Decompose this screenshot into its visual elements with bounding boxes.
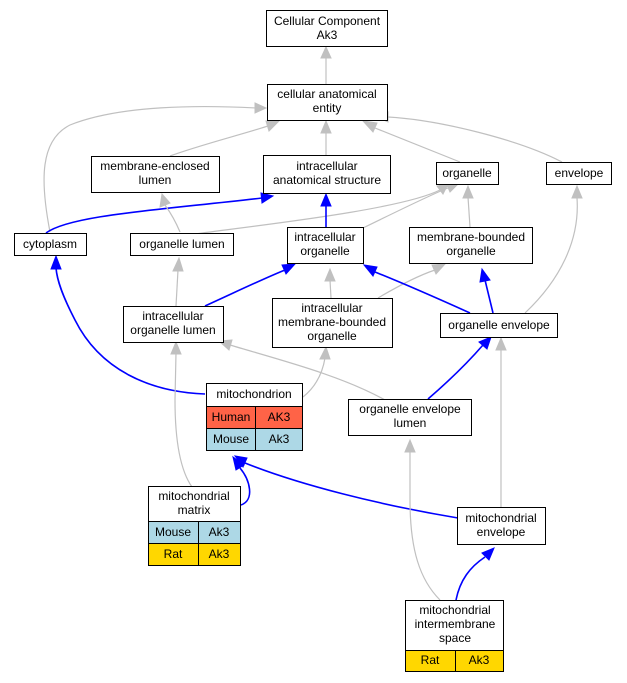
node-label-line: matrix [178,503,211,517]
node-label-line: cytoplasm [23,237,77,251]
edge-organelle-to-entity [361,120,461,163]
node-label-line: membrane-bounded [417,230,525,244]
node-intracellular-membrane-bounded-organelle[interactable]: intracellular membrane-bounded organelle [272,298,393,348]
node-mitochondrion[interactable]: mitochondrion Human AK3 Mouse Ak3 [206,383,303,451]
node-label-line: membrane-bounded [278,315,386,329]
edge-oel-to-oenv [427,336,492,400]
node-intracellular-organelle-lumen[interactable]: intracellular organelle lumen [123,306,224,343]
node-label-line: intracellular [142,309,203,323]
node-label-line: organelle envelope [448,318,550,332]
edge-mito-to-cytoplasm [50,254,206,395]
edge-oenv-to-mbo [479,267,494,314]
node-label-line: organelle envelope [359,402,461,416]
species-label: Human [212,410,251,424]
edge-melumen-to-entity [169,120,281,157]
species-label: Mouse [155,525,191,539]
node-intracellular-organelle[interactable]: intracellular organelle [287,227,364,264]
edge-io-to-ias [320,192,332,227]
node-label-line: entity [313,101,342,115]
edge-mbo-to-organelle [462,184,474,228]
gene-label: Ak3 [209,525,230,539]
node-label-line: organelle [307,329,357,343]
node-label-line: Cellular Component [274,14,381,28]
gene-label: Ak3 [269,432,290,446]
node-label-line: space [439,631,471,645]
edge-cytoplasm-to-entity [43,102,268,233]
node-label-line: mitochondrial [465,511,536,525]
edge-iol-to-io [204,263,297,307]
edge-menv-to-mito [233,455,459,519]
edge-mito-to-imbo [302,345,331,398]
node-label-line: intracellular [301,301,362,315]
node-label-line: organelle [446,244,496,258]
node-organelle-lumen[interactable]: organelle lumen [130,233,234,256]
species-label: Rat [164,547,183,561]
gene-label: Ak3 [469,653,490,667]
edge-menv-to-oenv [495,336,507,507]
node-label-line: mitochondrial [419,603,490,617]
node-cytoplasm[interactable]: cytoplasm [14,233,87,256]
gene-label: Ak3 [209,547,230,561]
edge-ims-to-oel [404,438,441,601]
node-label-line: intracellular [296,159,357,173]
node-organelle-envelope-lumen[interactable]: organelle envelope lumen [348,399,472,436]
node-envelope[interactable]: envelope [546,162,612,185]
node-intracellular-anatomical-structure[interactable]: intracellular anatomical structure [263,155,391,194]
edge-iol-to-olumen [172,256,184,307]
node-organelle[interactable]: organelle [436,162,499,185]
edge-imbo-to-io [324,267,336,299]
edge-envelope-to-entity [375,111,563,163]
node-label-line: lumen [139,173,172,187]
node-label-line: organelle lumen [139,237,224,251]
edge-imbo-to-mbo [377,263,447,299]
node-label-line: mitochondrial [158,489,229,503]
gene-cell-mouse [255,428,303,451]
gene-cell-rat [455,650,504,672]
species-label: Rat [421,653,440,667]
node-label-line: organelle lumen [130,323,215,337]
gene-label: AK3 [268,410,291,424]
node-label-line: intracellular [294,230,355,244]
node-label-line: envelope [477,525,526,539]
node-membrane-enclosed-lumen[interactable]: membrane-enclosed lumen [91,156,220,193]
edge-ims-to-menv [455,547,495,601]
node-label-line: organelle [442,166,492,180]
species-label: Mouse [213,432,249,446]
edge-oel-to-iol [217,339,386,401]
node-label-line: organelle [300,244,350,258]
node-label-line: membrane-enclosed [100,159,209,173]
edge-ias-to-entity [320,119,332,155]
node-organelle-envelope[interactable]: organelle envelope [440,313,558,338]
edge-entity-to-root [320,45,332,84]
edge-olumen-to-melumen [159,192,181,233]
node-mitochondrial-matrix[interactable]: mitochondrial matrix Mouse Ak3 Rat Ak3 [148,486,241,566]
edge-oenv-to-io [362,264,471,314]
node-label-line: intermembrane [415,617,496,631]
node-mitochondrial-intermembrane-space[interactable]: mitochondrial intermembrane space Rat Ak… [405,600,504,672]
node-label-line: mitochondrion [216,387,291,401]
edge-matrix-to-iol [170,340,193,488]
edge-oenv-to-envelope [524,184,583,314]
node-label-line: Ak3 [317,28,338,42]
node-mitochondrial-envelope[interactable]: mitochondrial envelope [457,507,546,545]
edge-cytoplasm-to-ias [45,192,275,234]
node-membrane-bounded-organelle[interactable]: membrane-bounded organelle [409,227,533,264]
node-label-line: lumen [394,416,427,430]
node-cellular-anatomical-entity[interactable]: cellular anatomical entity [267,84,388,121]
node-label-line: cellular anatomical [277,87,376,101]
gene-cell-rat [198,543,241,566]
node-label-line: envelope [555,166,604,180]
node-label-line: anatomical structure [273,173,381,187]
node-cellular-component[interactable]: Cellular Component Ak3 [266,10,388,47]
